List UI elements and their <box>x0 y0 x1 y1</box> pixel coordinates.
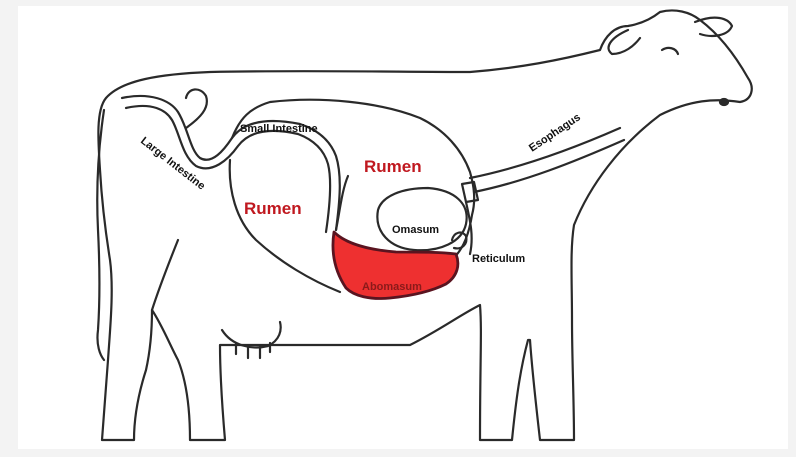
cow-ear-right <box>695 18 732 36</box>
cow-nostril <box>720 99 728 105</box>
label-rumen-upper: Rumen <box>364 157 422 176</box>
cow-eye <box>662 48 678 54</box>
large-intestine-loop <box>186 89 207 128</box>
label-reticulum: Reticulum <box>472 253 525 265</box>
label-omasum: Omasum <box>392 224 439 236</box>
label-rumen-left: Rumen <box>244 199 302 218</box>
label-small-intestine: Small Intestine <box>240 123 318 135</box>
cow-hind-leg-line <box>152 240 178 310</box>
reticulum-connector <box>462 182 478 202</box>
esophagus-tube-bottom <box>474 140 624 192</box>
rumen-divider <box>336 176 348 230</box>
cow-udder <box>222 322 281 347</box>
omasum-outline <box>377 188 466 250</box>
label-large-intestine: Large Intestine <box>138 135 207 193</box>
label-esophagus: Esophagus <box>527 111 583 154</box>
label-abomasum: Abomasum <box>362 281 422 293</box>
cow-ear-left <box>609 30 640 54</box>
